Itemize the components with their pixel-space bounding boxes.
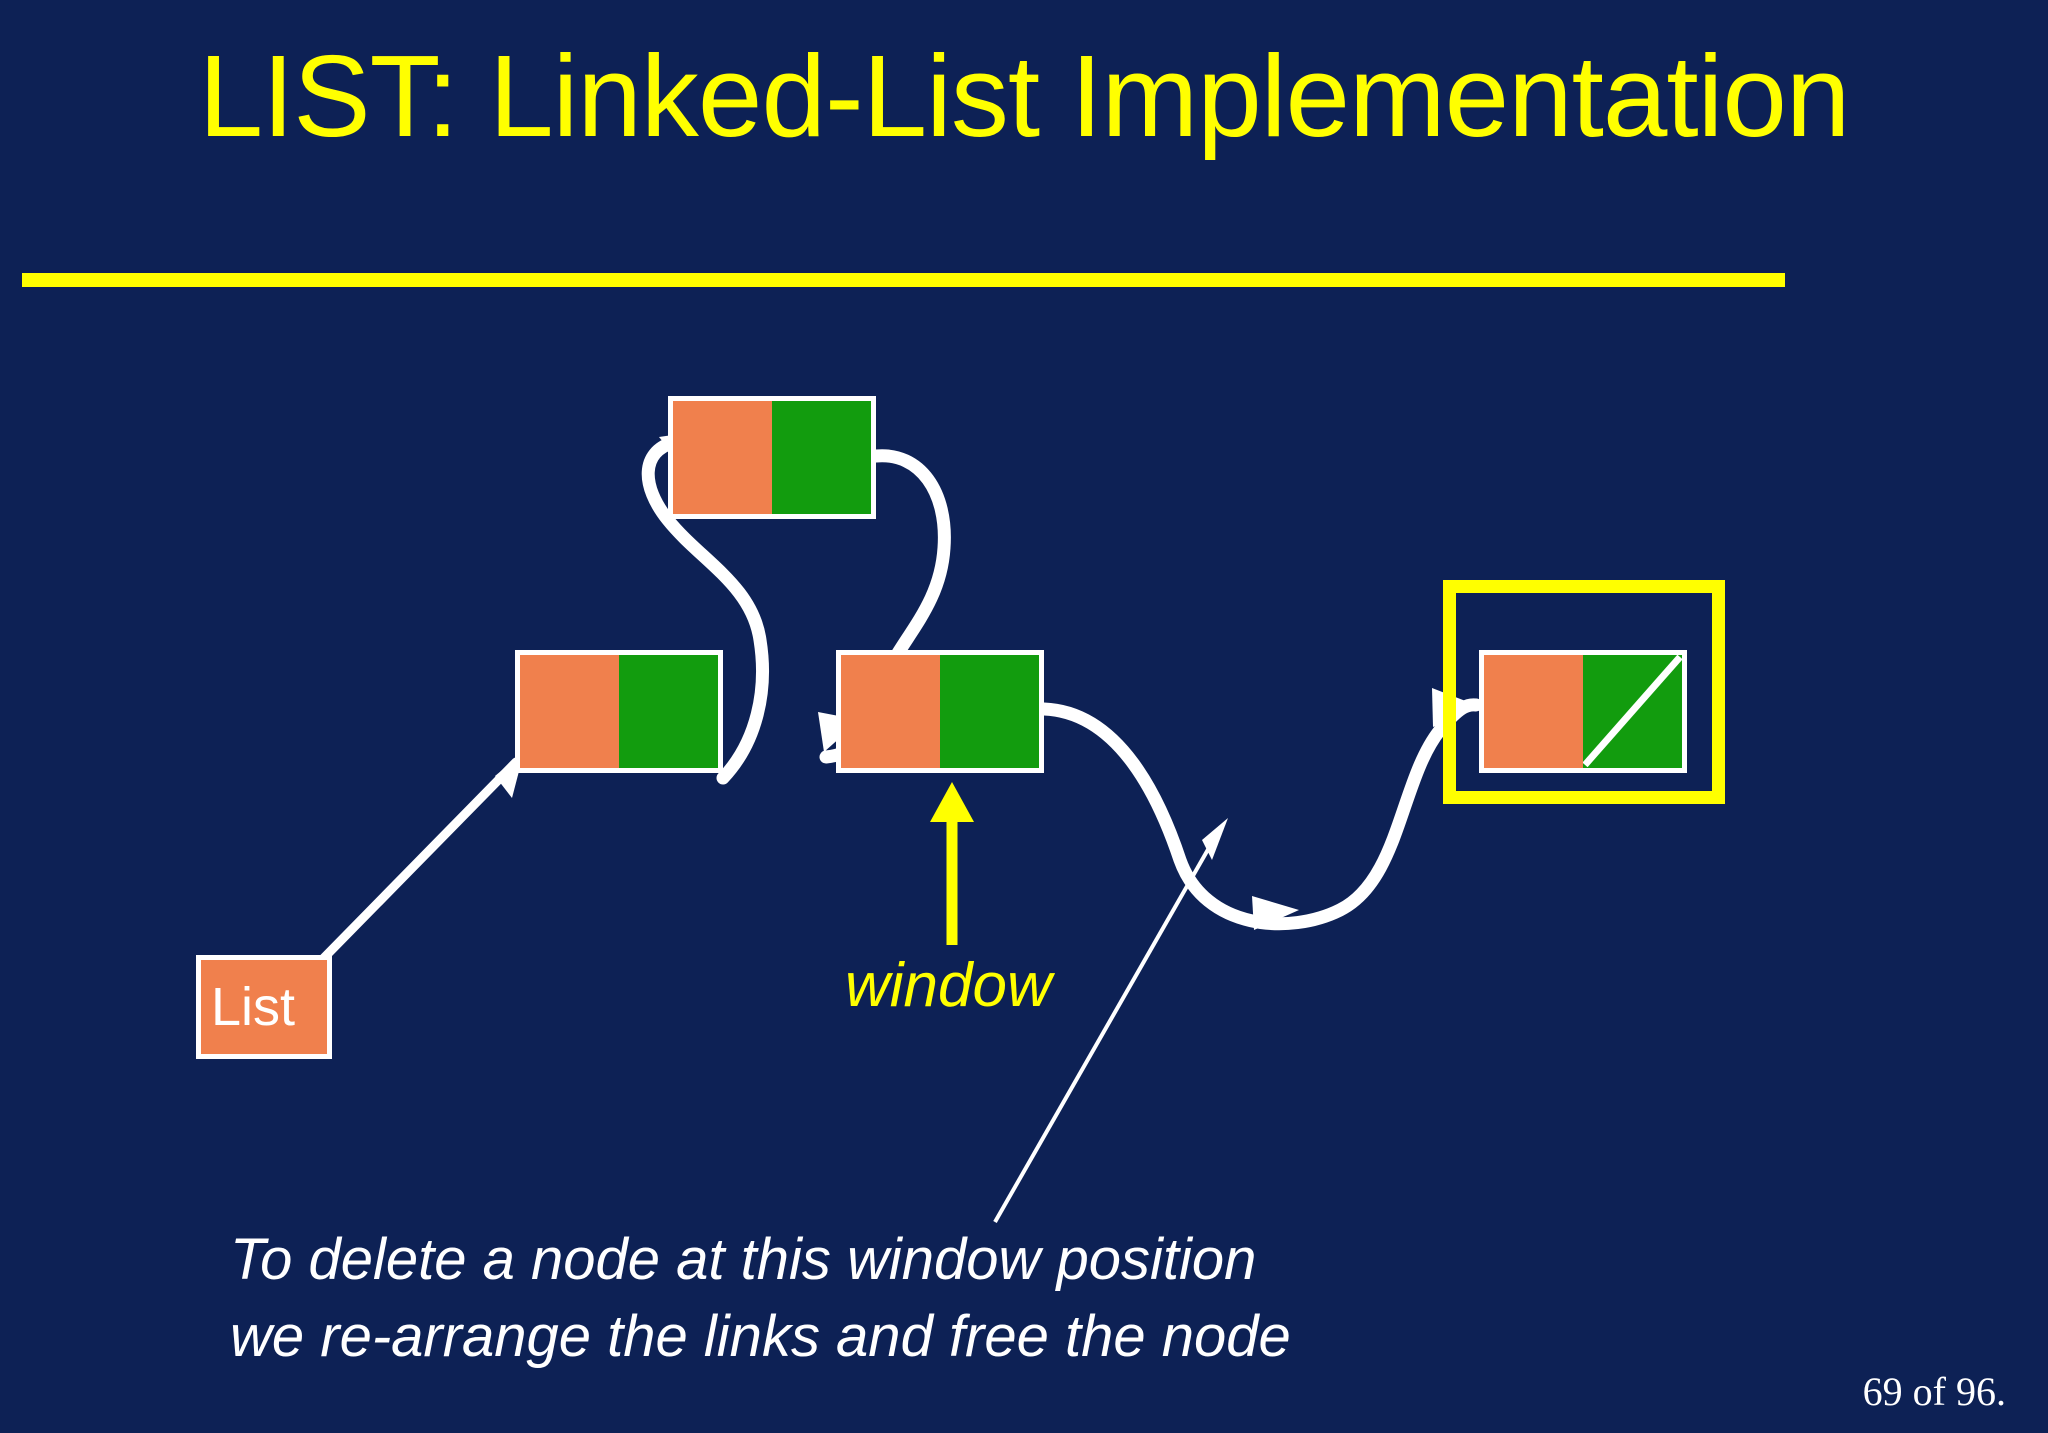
highlight-frame-deleted-target bbox=[1443, 580, 1725, 804]
pointer-list-to-first bbox=[307, 757, 521, 975]
caption-line-2: we re-arrange the links and free the nod… bbox=[230, 1303, 1291, 1369]
caption-text: To delete a node at this window position… bbox=[230, 1222, 1291, 1375]
pointer-window-to-last bbox=[1037, 698, 1483, 931]
node-link-field bbox=[940, 655, 1039, 768]
arrowhead-window-to-last-mid bbox=[1252, 896, 1299, 930]
window-pointer-arrowhead bbox=[930, 782, 974, 822]
node-data-field bbox=[841, 655, 940, 768]
arrowhead-caption-leader bbox=[1202, 818, 1228, 860]
null-pointer-slash-icon bbox=[1583, 655, 1682, 767]
title-underline-rule bbox=[22, 273, 1785, 287]
list-handle-box[interactable]: List bbox=[196, 955, 332, 1059]
node-data-field bbox=[673, 401, 772, 514]
node-link-field-null bbox=[1583, 655, 1682, 768]
window-label: window bbox=[845, 951, 1052, 1020]
node-data-field bbox=[520, 655, 619, 768]
list-node-first[interactable] bbox=[515, 650, 723, 773]
list-node-window[interactable] bbox=[836, 650, 1044, 773]
page-number: 69 of 96. bbox=[1862, 1369, 2006, 1414]
node-link-field bbox=[619, 655, 718, 768]
list-node-top[interactable] bbox=[668, 396, 876, 519]
node-data-field bbox=[1484, 655, 1583, 768]
list-node-last[interactable] bbox=[1479, 650, 1687, 773]
node-link-field bbox=[772, 401, 871, 514]
page-title: LIST: Linked-List Implementation bbox=[198, 31, 1851, 161]
caption-leader-line bbox=[993, 831, 1220, 1223]
caption-line-1: To delete a node at this window position bbox=[230, 1227, 1257, 1292]
pointer-first-to-top bbox=[641, 436, 769, 785]
